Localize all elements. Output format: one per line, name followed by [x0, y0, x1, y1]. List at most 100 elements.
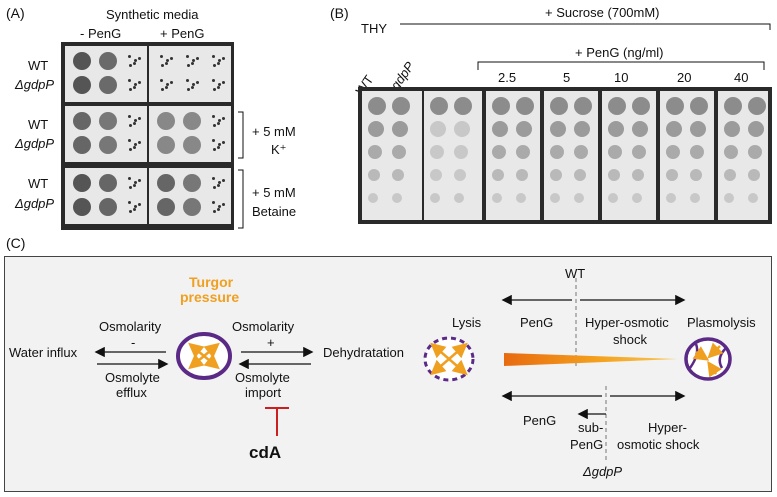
- panel-c-right-diagram: [423, 278, 732, 462]
- colony-spot: [632, 145, 646, 159]
- osmolyte-efflux-2: efflux: [116, 385, 147, 400]
- colony-spot: [492, 121, 508, 137]
- colony-spot: [632, 97, 650, 115]
- panel-a-col-minus-peng: - PenG: [80, 26, 122, 41]
- colony-speck: [212, 55, 215, 58]
- panel-a-row1-mut: ΔgdpP: [15, 77, 55, 92]
- gradient-wedge: [504, 353, 678, 366]
- colony-speck: [222, 179, 225, 182]
- colony-speck: [218, 143, 221, 146]
- panel-a-letter: (A): [6, 5, 25, 21]
- peng-bottom-label: PenG: [523, 413, 557, 428]
- colony-spot: [690, 169, 702, 181]
- plate-a-cell: [65, 106, 147, 162]
- colony-spot: [666, 97, 684, 115]
- colony-speck: [165, 62, 168, 65]
- panel-a-row3-mut: ΔgdpP: [15, 196, 55, 211]
- colony-speck: [133, 146, 136, 149]
- colony-speck: [138, 57, 141, 60]
- colony-speck: [187, 88, 190, 91]
- colony-spot: [690, 97, 708, 115]
- colony-speck: [170, 81, 173, 84]
- colony-spot: [492, 169, 504, 181]
- colony-speck: [138, 81, 141, 84]
- colony-spot: [99, 76, 117, 94]
- hyper-bottom-2: osmotic shock: [617, 437, 700, 452]
- turgor-line2: pressure: [180, 289, 240, 305]
- colony-spot: [574, 97, 592, 115]
- osmolarity-right: Osmolarity: [232, 319, 295, 334]
- colony-speck: [187, 64, 190, 67]
- colony-spot: [724, 97, 742, 115]
- colony-spot: [73, 52, 91, 70]
- colony-spot: [724, 121, 740, 137]
- plate-b-block: [424, 91, 482, 220]
- colony-spot: [157, 112, 175, 130]
- colony-speck: [212, 201, 215, 204]
- plate-b-block: [544, 91, 598, 220]
- colony-speck: [133, 122, 136, 125]
- plate-a-cell: [149, 46, 231, 102]
- panel-b-conc-1: 5: [563, 70, 571, 85]
- colony-speck: [192, 83, 195, 86]
- colony-spot: [392, 121, 408, 137]
- colony-spot: [516, 121, 532, 137]
- colony-speck: [129, 186, 132, 189]
- panel-a-col-plus-peng: + PenG: [160, 26, 205, 41]
- colony-speck: [128, 55, 131, 58]
- wt-top-label: WT: [565, 266, 586, 281]
- colony-spot: [608, 97, 626, 115]
- colony-speck: [166, 59, 169, 62]
- colony-spot: [632, 193, 642, 203]
- colony-speck: [128, 139, 131, 142]
- plate-b-block: [602, 91, 656, 220]
- colony-speck: [217, 146, 220, 149]
- colony-spot: [516, 193, 526, 203]
- plate-b-block: [486, 91, 540, 220]
- colony-speck: [129, 210, 132, 213]
- hyper-bottom-1: Hyper-: [648, 420, 688, 435]
- colony-speck: [191, 86, 194, 89]
- colony-speck: [186, 55, 189, 58]
- colony-speck: [222, 57, 225, 60]
- colony-spot: [632, 169, 644, 181]
- colony-speck: [213, 148, 216, 151]
- colony-spot: [368, 169, 380, 181]
- colony-spot: [368, 145, 382, 159]
- colony-speck: [133, 184, 136, 187]
- colony-spot: [392, 145, 406, 159]
- colony-spot: [430, 145, 444, 159]
- colony-spot: [492, 145, 506, 159]
- panel-a-row2-wt: WT: [28, 117, 49, 132]
- panel-b-conc-2: 10: [614, 70, 629, 85]
- colony-speck: [134, 83, 137, 86]
- colony-spot: [454, 193, 464, 203]
- panel-a-cond-k-1: + 5 mM: [252, 124, 296, 139]
- colony-spot: [454, 121, 470, 137]
- colony-spot: [550, 193, 560, 203]
- panel-b-conc-0: 2.5: [498, 70, 517, 85]
- colony-speck: [213, 210, 216, 213]
- colony-speck: [218, 181, 221, 184]
- colony-spot: [550, 121, 566, 137]
- colony-speck: [222, 117, 225, 120]
- colony-spot: [368, 193, 378, 203]
- sub-peng-2: PenG: [570, 437, 604, 452]
- colony-spot: [516, 145, 530, 159]
- colony-speck: [213, 186, 216, 189]
- plasmolysis-label: Plasmolysis: [687, 315, 756, 330]
- colony-spot: [724, 193, 734, 203]
- colony-spot: [99, 112, 117, 130]
- colony-spot: [608, 145, 622, 159]
- colony-speck: [213, 64, 216, 67]
- colony-speck: [133, 86, 136, 89]
- colony-speck: [128, 79, 131, 82]
- colony-speck: [222, 141, 225, 144]
- colony-spot: [550, 169, 562, 181]
- panel-c-box: [4, 256, 772, 492]
- colony-speck: [134, 205, 137, 208]
- colony-spot: [392, 169, 404, 181]
- colony-speck: [186, 79, 189, 82]
- colony-speck: [138, 117, 141, 120]
- plate-b-block: [718, 91, 768, 220]
